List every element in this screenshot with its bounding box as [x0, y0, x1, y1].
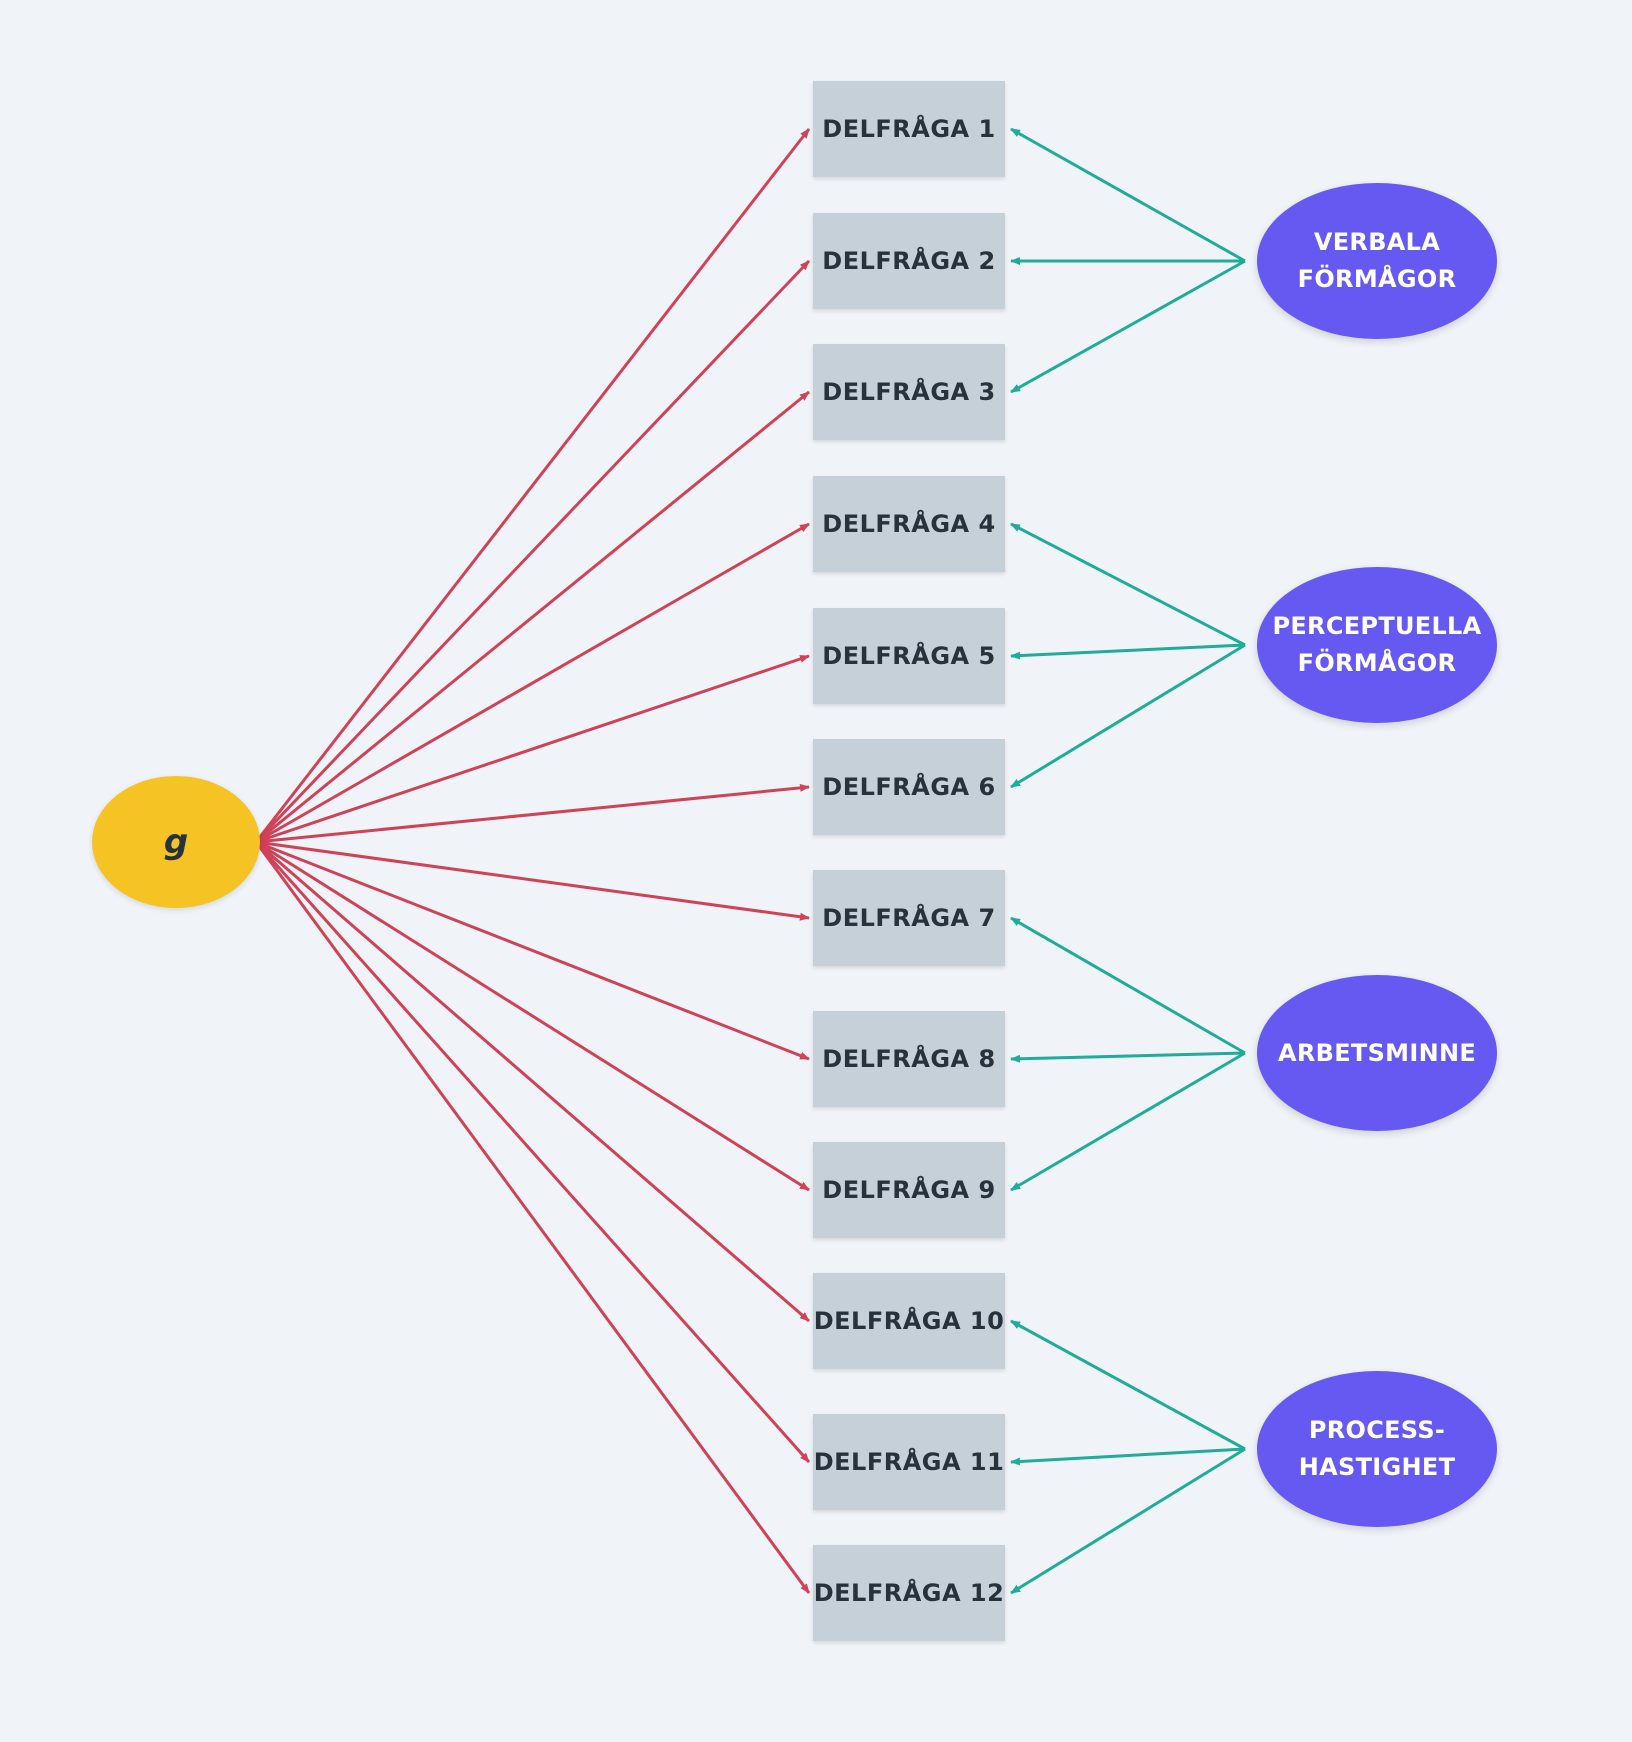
item-box-8: DELFRÅGA 8: [813, 1011, 1005, 1107]
factor-node-processing-speed: PROCESS- HASTIGHET: [1257, 1371, 1497, 1527]
item-box-10: DELFRÅGA 10: [813, 1273, 1005, 1369]
factor-to-item-arrow-1: [1010, 127, 1246, 263]
item-label: DELFRÅGA 4: [822, 510, 996, 538]
item-label: DELFRÅGA 8: [822, 1045, 996, 1073]
g-to-item-arrow-9: [255, 840, 810, 1192]
factor-to-item-arrow-9: [1010, 1051, 1246, 1192]
factor-to-item-arrow-8: [1010, 1051, 1246, 1063]
item-label: DELFRÅGA 6: [822, 773, 996, 801]
g-to-item-arrow-5: [255, 654, 810, 844]
factor-to-item-arrow-11: [1010, 1447, 1246, 1466]
item-box-4: DELFRÅGA 4: [813, 476, 1005, 572]
g-to-item-arrow-11: [254, 841, 811, 1463]
item-label: DELFRÅGA 11: [813, 1448, 1005, 1476]
g-to-item-arrow-3: [255, 390, 810, 844]
item-label: DELFRÅGA 10: [813, 1307, 1005, 1335]
factor-node-perceptual: PERCEPTUELLA FÖRMÅGOR: [1257, 567, 1497, 723]
item-label: DELFRÅGA 3: [822, 378, 996, 406]
factor-to-item-arrow-5: [1010, 643, 1246, 660]
g-to-item-arrow-8: [255, 840, 810, 1061]
g-to-item-arrow-7: [255, 840, 810, 921]
g-factor-node: g: [92, 776, 260, 908]
item-label: DELFRÅGA 7: [822, 904, 996, 932]
item-box-6: DELFRÅGA 6: [813, 739, 1005, 835]
item-label: DELFRÅGA 5: [822, 642, 996, 670]
item-label: DELFRÅGA 12: [813, 1579, 1005, 1607]
factor-to-item-arrow-3: [1010, 259, 1246, 394]
item-box-7: DELFRÅGA 7: [813, 870, 1005, 966]
factor-label: PROCESS- HASTIGHET: [1298, 1416, 1456, 1481]
item-label: DELFRÅGA 1: [822, 115, 996, 143]
factor-label: ARBETSMINNE: [1277, 1038, 1477, 1067]
item-box-2: DELFRÅGA 2: [813, 213, 1005, 309]
factor-node-verbal: VERBALA FÖRMÅGOR: [1257, 183, 1497, 339]
item-box-3: DELFRÅGA 3: [813, 344, 1005, 440]
factor-node-working-memory: ARBETSMINNE: [1257, 975, 1497, 1131]
g-factor-label: g: [163, 822, 189, 862]
g-to-item-arrow-10: [255, 840, 810, 1323]
g-to-item-arrow-6: [255, 783, 810, 844]
g-to-item-arrow-1: [254, 128, 811, 843]
factor-to-item-arrow-12: [1010, 1447, 1246, 1595]
g-to-item-arrow-2: [254, 259, 811, 844]
item-label: DELFRÅGA 9: [822, 1176, 996, 1204]
factor-label: VERBALA FÖRMÅGOR: [1297, 228, 1457, 293]
item-box-11: DELFRÅGA 11: [813, 1414, 1005, 1510]
factor-to-item-arrow-7: [1010, 916, 1246, 1055]
factor-to-item-arrow-10: [1010, 1319, 1246, 1451]
item-box-12: DELFRÅGA 12: [813, 1545, 1005, 1641]
item-label: DELFRÅGA 2: [822, 247, 996, 275]
g-to-item-arrow-12: [254, 841, 811, 1594]
factor-to-item-arrow-4: [1010, 522, 1246, 647]
item-box-1: DELFRÅGA 1: [813, 81, 1005, 177]
g-to-item-arrow-4: [255, 522, 810, 844]
item-box-5: DELFRÅGA 5: [813, 608, 1005, 704]
item-box-9: DELFRÅGA 9: [813, 1142, 1005, 1238]
factor-label: PERCEPTUELLA FÖRMÅGOR: [1272, 612, 1482, 677]
factor-to-item-arrow-6: [1010, 643, 1246, 789]
